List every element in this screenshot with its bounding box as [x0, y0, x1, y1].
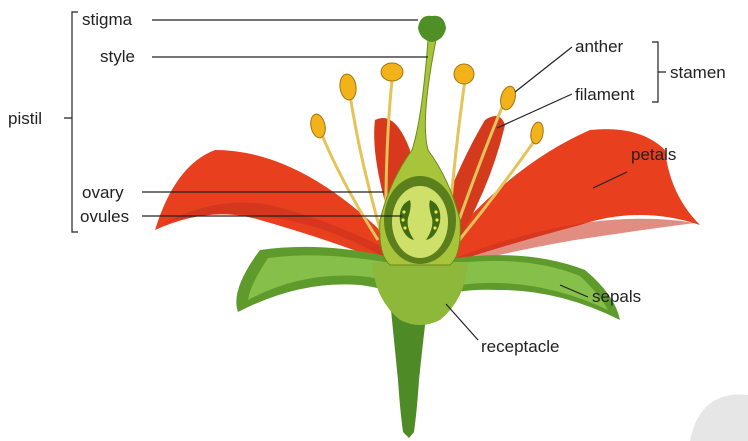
receptacle-shape	[372, 262, 468, 325]
label-filament: filament	[575, 85, 635, 104]
label-petals: petals	[631, 145, 676, 164]
label-sepals: sepals	[592, 287, 641, 306]
label-receptacle: receptacle	[481, 337, 559, 356]
label-style: style	[100, 47, 135, 66]
label-ovary: ovary	[82, 183, 124, 202]
label-stamen: stamen	[670, 63, 726, 82]
pistil-bracket	[64, 12, 78, 232]
stamen-bracket	[652, 42, 666, 102]
stigma-shape	[418, 16, 446, 42]
label-anther: anther	[575, 37, 624, 56]
label-pistil: pistil	[8, 109, 42, 128]
label-ovules: ovules	[80, 207, 129, 226]
corner-decoration	[690, 395, 748, 441]
label-stigma: stigma	[82, 10, 133, 29]
